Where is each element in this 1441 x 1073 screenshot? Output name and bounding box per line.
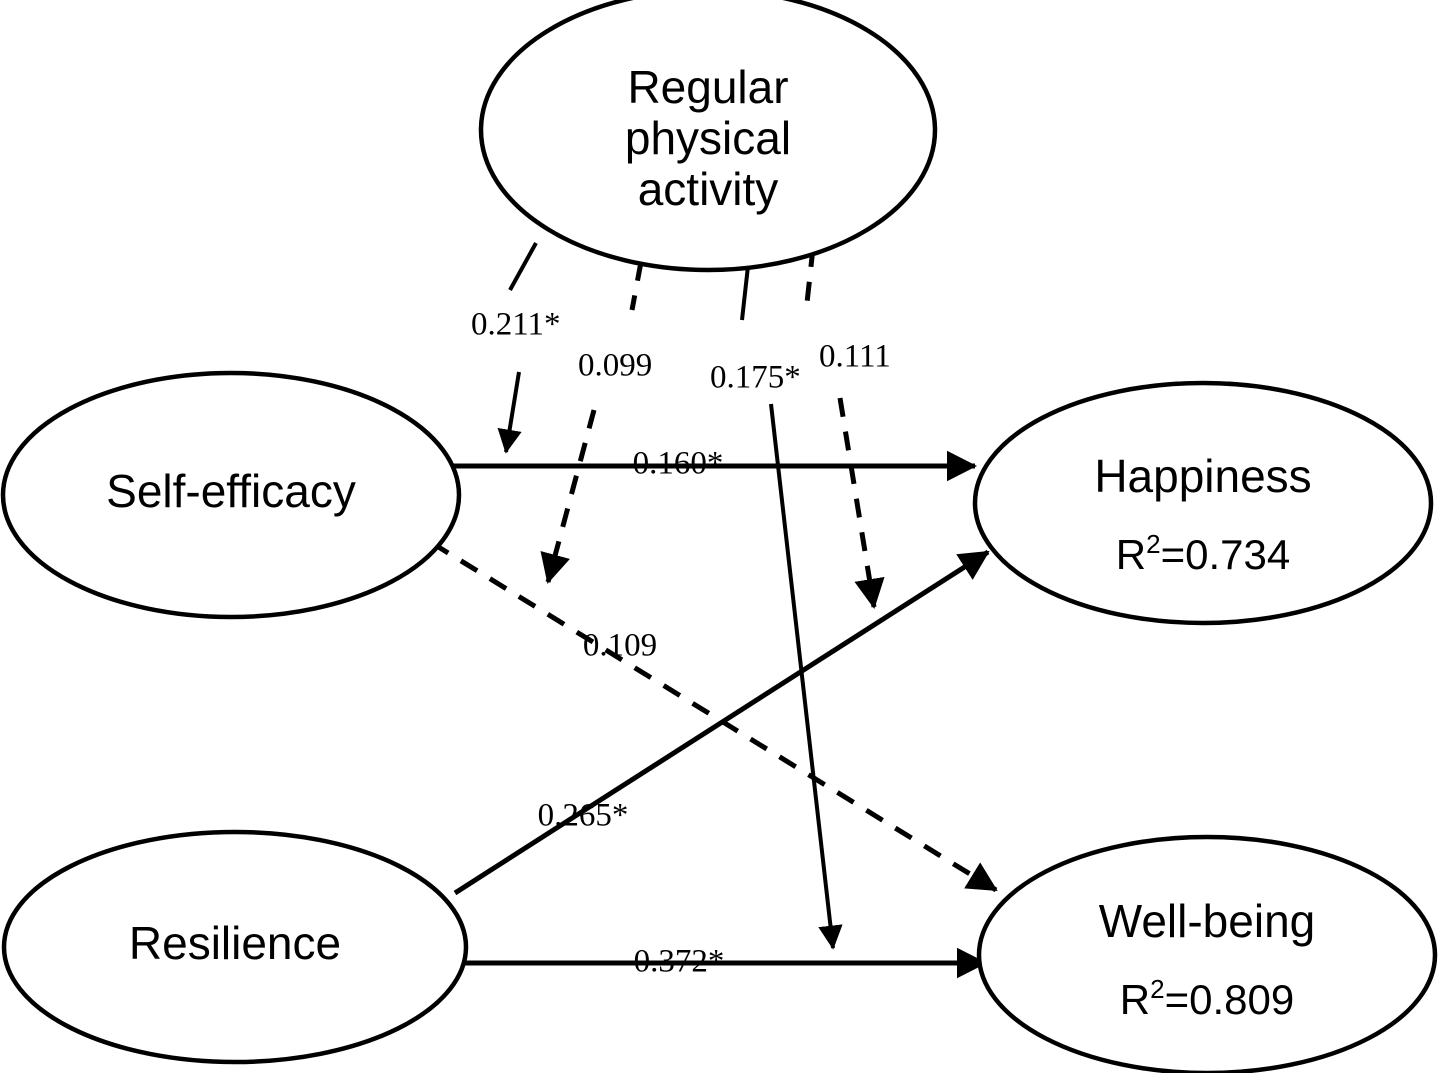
node-r2-happiness-prefix: R — [1116, 531, 1146, 578]
ellipse-happiness[interactable] — [972, 380, 1434, 626]
moderation-arrow-2 — [540, 409, 597, 584]
coef-label-self-efficacy-well-being: 0.109 — [583, 628, 657, 664]
node-label-happiness: Happiness — [1094, 450, 1311, 502]
ellipse-well-being[interactable] — [976, 834, 1438, 1073]
node-r2-well-being: R2=0.809 — [1120, 974, 1294, 1023]
ellipse-regular-physical-activity[interactable] — [478, 0, 938, 273]
path-moderation-self-efficacy-well-being — [540, 261, 644, 584]
coef-label-moderation-self-efficacy-happiness: 0.211* — [471, 307, 561, 343]
ellipse-resilience[interactable] — [1, 829, 469, 1065]
node-r2-well-being-prefix: R — [1120, 976, 1150, 1023]
node-label-well-being: Well-being — [1099, 895, 1315, 947]
path-moderation-resilience-well-being — [740, 265, 843, 950]
node-label-regular-physical-activity-line2: physical — [625, 112, 791, 164]
node-r2-well-being-value: =0.809 — [1165, 976, 1295, 1023]
moderation-stub-3 — [740, 265, 750, 321]
moderation-arrow-3 — [769, 403, 843, 950]
node-regular-physical-activity[interactable]: Regular physical activity — [478, 0, 938, 273]
node-r2-well-being-exponent: 2 — [1150, 974, 1164, 1004]
node-happiness[interactable]: Happiness R2=0.734 — [972, 380, 1434, 626]
node-self-efficacy[interactable]: Self-efficacy — [0, 370, 462, 620]
node-r2-happiness: R2=0.734 — [1116, 529, 1290, 578]
node-label-regular-physical-activity-line3: activity — [638, 163, 779, 215]
path-moderation-self-efficacy-happiness — [497, 242, 538, 454]
path-line-self-efficacy-well-being — [430, 540, 998, 893]
coef-label-moderation-resilience-well-being: 0.175* — [710, 360, 801, 396]
node-resilience[interactable]: Resilience — [1, 829, 469, 1065]
coef-label-moderation-self-efficacy-well-being: 0.099 — [578, 348, 652, 384]
coef-label-moderation-resilience-happiness: 0.111 — [819, 339, 891, 375]
moderation-stub-4 — [803, 247, 816, 313]
ellipse-self-efficacy[interactable] — [0, 370, 462, 620]
node-well-being[interactable]: Well-being R2=0.809 — [976, 834, 1438, 1073]
coef-label-self-efficacy-happiness: 0.160* — [633, 446, 724, 482]
node-r2-happiness-value: =0.734 — [1161, 531, 1291, 578]
moderation-stub-1 — [508, 242, 538, 291]
path-resilience-to-happiness — [453, 549, 990, 896]
node-r2-happiness-exponent: 2 — [1146, 529, 1160, 559]
moderation-arrow-1 — [497, 371, 522, 454]
moderation-arrow-4 — [837, 397, 885, 609]
node-label-self-efficacy: Self-efficacy — [106, 465, 356, 517]
path-line-resilience-happiness — [453, 549, 990, 896]
coef-label-resilience-well-being: 0.372* — [634, 944, 725, 980]
node-label-resilience: Resilience — [129, 917, 341, 969]
node-label-regular-physical-activity-line1: Regular — [627, 61, 788, 113]
path-moderation-resilience-happiness — [803, 247, 885, 609]
moderation-stub-2 — [629, 261, 644, 311]
path-self-efficacy-to-well-being — [430, 540, 998, 893]
coef-label-resilience-happiness: 0.265* — [538, 798, 629, 834]
